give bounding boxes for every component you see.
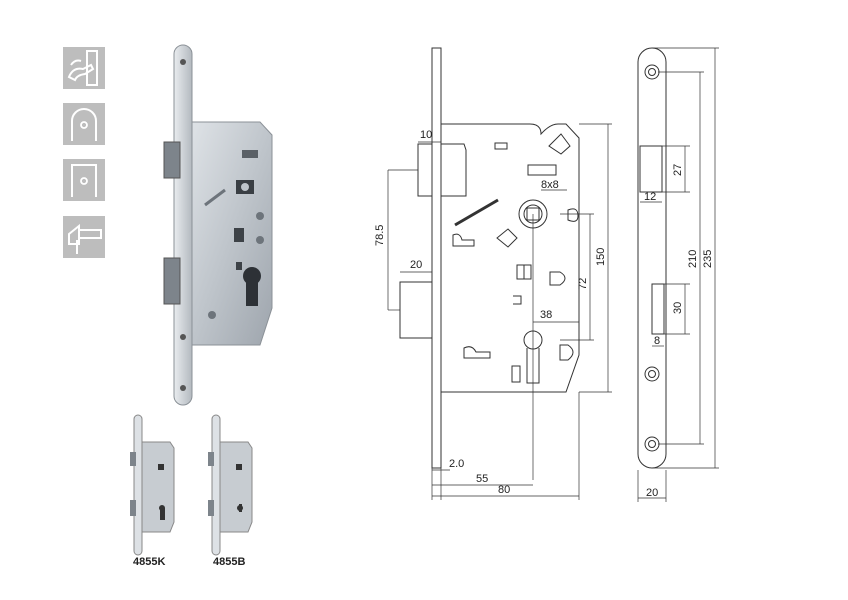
dim-square: 8x8	[541, 179, 559, 191]
square-keyhole-icon	[71, 164, 97, 197]
dim-front-thickness: 10	[420, 129, 432, 141]
dim-strike-12: 12	[644, 191, 656, 203]
product-label-4855b: 4855B	[213, 556, 246, 568]
lock-thumb-4855k	[130, 414, 175, 556]
door-lever-tile	[63, 47, 105, 89]
latch-bolt-icon	[68, 223, 102, 254]
product-label-4855k: 4855K	[133, 556, 166, 568]
dim-depth-80: 80	[498, 484, 510, 496]
arch-keyhole-tile	[63, 103, 105, 145]
dim-cylinder-38: 38	[540, 309, 552, 321]
arch-keyhole-icon	[71, 108, 97, 141]
dim-length-235: 235	[702, 250, 714, 268]
dim-strike-width-20: 20	[646, 487, 658, 499]
dim-bolt-width: 20	[410, 259, 422, 271]
dim-latch-height: 78.5	[374, 225, 386, 246]
dim-plate-2: 2.0	[449, 458, 464, 470]
dim-strike-8: 8	[654, 335, 660, 347]
dim-backset-55: 55	[476, 473, 488, 485]
dim-strike-30: 30	[672, 302, 684, 314]
lock-thumb-4855b	[208, 414, 253, 556]
latch-bolt-tile	[63, 216, 105, 258]
lock-photo-main	[163, 44, 273, 406]
dim-center-72: 72	[577, 278, 589, 290]
dim-height-150: 150	[595, 248, 607, 266]
dim-length-210: 210	[687, 250, 699, 268]
dim-strike-27: 27	[672, 164, 684, 176]
door-lever-icon	[67, 50, 98, 86]
square-keyhole-tile	[63, 159, 105, 201]
